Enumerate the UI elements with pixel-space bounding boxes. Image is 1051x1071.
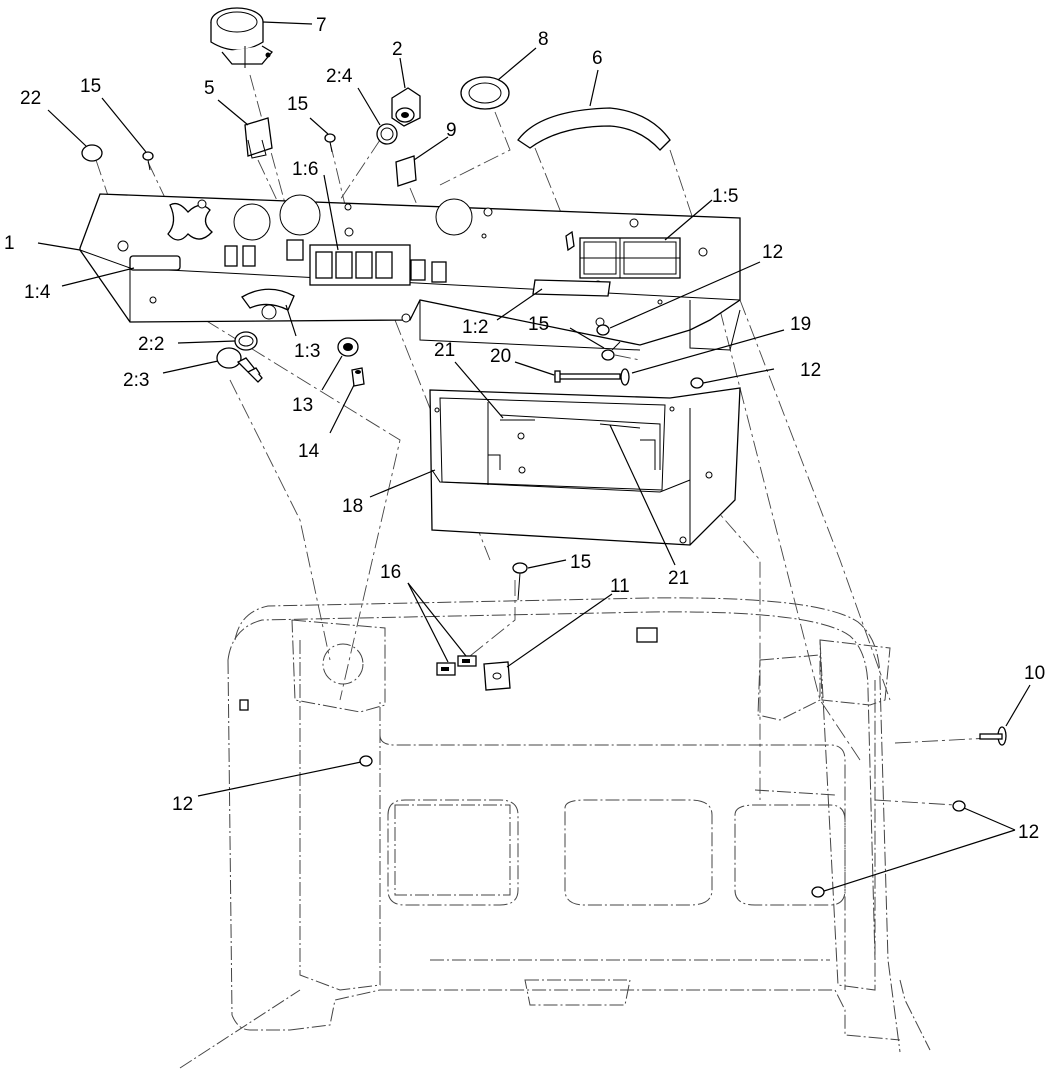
clip-rear bbox=[636, 627, 658, 643]
callout-12b: 12 bbox=[800, 360, 821, 381]
callout-14: 14 bbox=[298, 441, 320, 462]
callout-5: 5 bbox=[204, 78, 215, 99]
dash-panel bbox=[79, 193, 741, 351]
bracket-11 bbox=[483, 661, 511, 691]
nut-12c bbox=[359, 755, 373, 767]
callout-1-6: 1:6 bbox=[292, 159, 318, 180]
callout-22: 22 bbox=[20, 88, 41, 109]
callout-10: 10 bbox=[1024, 663, 1045, 684]
callout-21b: 21 bbox=[668, 568, 689, 589]
callout-9: 9 bbox=[446, 120, 457, 141]
screw-15b bbox=[324, 133, 336, 153]
clip-16a bbox=[436, 662, 456, 676]
grommet-8 bbox=[460, 76, 510, 110]
callout-12a: 12 bbox=[762, 242, 783, 263]
clip-16b bbox=[457, 655, 477, 667]
gauge-7 bbox=[210, 7, 273, 68]
bolt-20 bbox=[554, 370, 621, 383]
callout-18: 18 bbox=[342, 496, 363, 517]
screw-15d bbox=[512, 562, 528, 601]
indicator-14 bbox=[351, 367, 365, 387]
callouts: 7 2 2:4 8 6 5 22 15 15 9 1:6 1:5 1 12 1:… bbox=[4, 15, 1045, 843]
callout-8: 8 bbox=[538, 29, 549, 50]
nut-2-4 bbox=[376, 123, 398, 145]
callout-6: 6 bbox=[592, 48, 603, 69]
leader-lines bbox=[37, 21, 1031, 892]
plug-9 bbox=[395, 155, 417, 187]
ignition-switch-2 bbox=[391, 87, 421, 127]
nut-2-2 bbox=[234, 331, 258, 351]
handle-6 bbox=[517, 107, 671, 151]
callout-15b: 15 bbox=[287, 94, 308, 115]
callout-1-3: 1:3 bbox=[294, 341, 320, 362]
nut-13 bbox=[337, 337, 359, 357]
callout-2-3: 2:3 bbox=[123, 370, 149, 391]
bracket-18 bbox=[429, 387, 741, 546]
callout-1-5: 1:5 bbox=[712, 186, 738, 207]
nut-12a bbox=[596, 324, 610, 336]
washer-19 bbox=[620, 368, 630, 386]
callout-2: 2 bbox=[392, 39, 403, 60]
nut-12e bbox=[811, 886, 825, 898]
callout-12d: 12 bbox=[1018, 822, 1039, 843]
callout-2-4: 2:4 bbox=[326, 66, 353, 87]
screw-15c bbox=[601, 341, 621, 361]
phantom-frame bbox=[179, 597, 931, 1069]
callout-11: 11 bbox=[610, 576, 630, 597]
nut-12d bbox=[952, 800, 966, 812]
callout-19: 19 bbox=[790, 314, 811, 335]
callout-15c: 15 bbox=[528, 314, 549, 335]
callout-16: 16 bbox=[380, 562, 401, 583]
callout-21a: 21 bbox=[434, 340, 455, 361]
callout-1-4: 1:4 bbox=[24, 282, 51, 303]
callout-15d: 15 bbox=[570, 552, 591, 573]
callout-2-2: 2:2 bbox=[138, 334, 164, 355]
callout-1: 1 bbox=[4, 233, 15, 254]
callout-7: 7 bbox=[316, 15, 327, 36]
callout-12c: 12 bbox=[172, 794, 193, 815]
bolt-10 bbox=[979, 726, 1007, 746]
plug-22 bbox=[81, 144, 103, 162]
callout-20: 20 bbox=[490, 346, 511, 367]
nut-12b bbox=[690, 377, 704, 389]
hardware-parts bbox=[81, 7, 1007, 898]
switch-5 bbox=[244, 117, 273, 159]
callout-13: 13 bbox=[292, 395, 313, 416]
callout-15a: 15 bbox=[80, 76, 101, 97]
callout-1-2: 1:2 bbox=[462, 317, 488, 338]
key-2-3 bbox=[216, 347, 263, 383]
screw-15a bbox=[142, 151, 154, 171]
